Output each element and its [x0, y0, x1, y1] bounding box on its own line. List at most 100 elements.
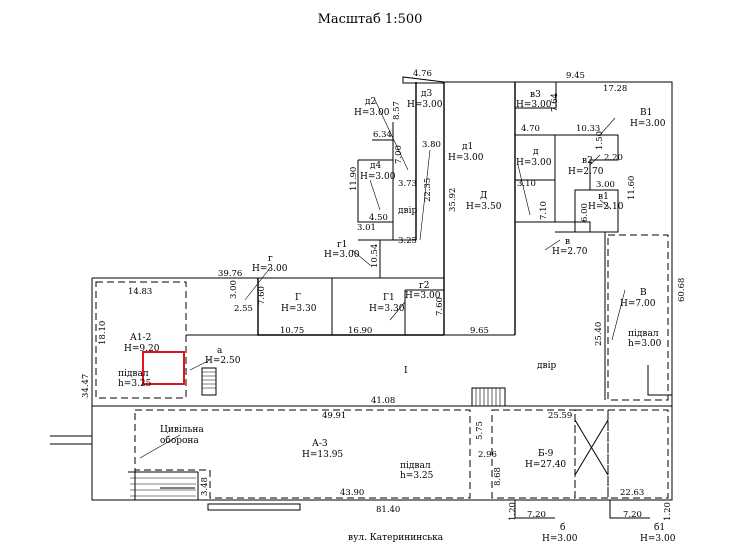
dim-3-25: 3.25 [398, 236, 417, 246]
d3-label: д3 [421, 89, 433, 99]
dim-7-00: 7.00 [394, 145, 404, 164]
v3-label: в3 [530, 90, 541, 100]
v3-height: Н=3.00 [516, 100, 552, 110]
G1-height: Н=3.30 [369, 304, 405, 314]
dim-1-20-b: 1.20 [663, 502, 673, 521]
b-label: б [560, 522, 565, 533]
outer-site-boundary [91, 76, 673, 501]
dim-4-70: 4.70 [521, 124, 540, 134]
dim-3-80: 3.80 [422, 140, 441, 150]
dim-8-68: 8.68 [493, 467, 503, 486]
V-label: В [640, 288, 647, 298]
dim-16-90: 16.90 [348, 326, 372, 336]
a-height: Н=2.50 [205, 356, 241, 366]
dim-41-08: 41.08 [371, 396, 395, 406]
dim-3-73: 3.73 [398, 179, 417, 189]
V-height: Н=7.00 [620, 299, 656, 309]
dim-2-55: 2.55 [234, 304, 253, 314]
g2-label: г2 [419, 281, 429, 291]
v1-label: в1 [598, 192, 609, 202]
dim-3-10: 3.10 [517, 179, 536, 189]
d2-height: Н=3.00 [354, 108, 390, 118]
d1-height: Н=3.00 [448, 153, 484, 163]
stair-yard [471, 387, 506, 407]
dim-25-59: 25.59 [548, 411, 572, 421]
yard-numeral: I [404, 366, 408, 376]
dim-9-45: 9.45 [566, 71, 585, 81]
g1-label: г1 [337, 240, 347, 250]
dim-25-40: 25.40 [594, 322, 604, 346]
dim-35-92: 35.92 [448, 188, 458, 212]
dim-6-34: 6.34 [373, 130, 392, 140]
v2-height: Н=2.70 [568, 167, 604, 177]
dim-4-76: 4.76 [413, 69, 432, 79]
dim-18-10: 18.10 [98, 321, 108, 345]
dim-2-96: 2.96 [478, 450, 497, 460]
dim-22-63: 22.63 [620, 488, 644, 498]
dim-49-91: 49.91 [322, 411, 346, 421]
building-d2-d4-outline [357, 122, 416, 278]
V1-height: Н=3.00 [630, 119, 666, 129]
A12-basement-label: підвал [118, 369, 149, 379]
D-label: Д [480, 191, 487, 201]
dim-22-35: 22.35 [423, 178, 433, 202]
A12-height: Н=9.20 [124, 344, 160, 354]
D-height: Н=3.50 [466, 202, 502, 212]
d4-label: д4 [370, 161, 382, 171]
v1-height: Н=2.10 [588, 202, 624, 212]
G1-label: Г1 [383, 293, 395, 303]
dim-4-50: 4.50 [369, 213, 388, 223]
dim-10-75: 10.75 [280, 326, 304, 336]
G-label: Г [295, 293, 301, 303]
dim-3-48: 3.48 [200, 477, 210, 496]
dim-7-20-b: 7.20 [623, 510, 642, 520]
leader-lines [139, 99, 626, 459]
building-D-outline [415, 82, 516, 336]
dim-81-40: 81.40 [376, 505, 400, 515]
v-label: в [565, 237, 570, 247]
dim-9-65: 9.65 [470, 326, 489, 336]
V1-label: В1 [640, 108, 652, 118]
dim-7-64: 7.64 [550, 93, 560, 112]
A3-height: Н=13.95 [302, 450, 343, 460]
A3-basement-label: підвал [400, 461, 431, 471]
civil-defense-label-1: Цивільна [160, 425, 204, 435]
dim-3-00: 3.00 [596, 180, 615, 190]
v2-label: в2 [582, 156, 593, 166]
B9-label: Б-9 [538, 449, 554, 459]
building-A12-outline [95, 281, 258, 399]
dim-39-76: 39.76 [218, 269, 242, 279]
dim-7-60-a: 7.60 [257, 286, 267, 305]
dim-3-01: 3.01 [357, 223, 376, 233]
building-V-outline [607, 234, 672, 401]
dim-5-75: 5.75 [475, 421, 485, 440]
dim-1-20-a: 1.20 [508, 502, 518, 521]
b1-height: Н=3.00 [640, 534, 676, 544]
building-v-group-outline [555, 134, 619, 400]
courtyard-label-north: двір [398, 206, 417, 216]
dim-34-47: 34.47 [81, 374, 91, 398]
A3-label: А-3 [312, 439, 328, 449]
street-label: вул. Катерининська [348, 533, 444, 543]
dim-1-50: 1.50 [595, 131, 605, 150]
b1-label: б1 [654, 522, 665, 533]
d1-label: д1 [462, 142, 473, 152]
dim-7-20-a: 7.20 [527, 510, 546, 520]
dim-8-57: 8.57 [392, 101, 402, 120]
building-B9-outline [491, 409, 669, 519]
dim-7-60-b: 7.60 [435, 297, 445, 316]
G-height: Н=3.30 [281, 304, 317, 314]
V-basement-label: підвал [628, 329, 659, 339]
V-basement-depth: h=3.00 [628, 339, 662, 349]
A3-basement-depth: h=3.25 [400, 471, 434, 481]
d2-label: д2 [365, 97, 376, 107]
d4-height: Н=3.00 [360, 172, 396, 182]
dim-17-28: 17.28 [603, 84, 627, 94]
d3-height: Н=3.00 [407, 100, 443, 110]
dim-10-33: 10.33 [576, 124, 600, 134]
highlight-box [142, 351, 185, 385]
dim-2-20: 2.20 [604, 153, 623, 163]
dim-6-00: 6.00 [580, 203, 590, 222]
a-label: а [217, 346, 223, 356]
